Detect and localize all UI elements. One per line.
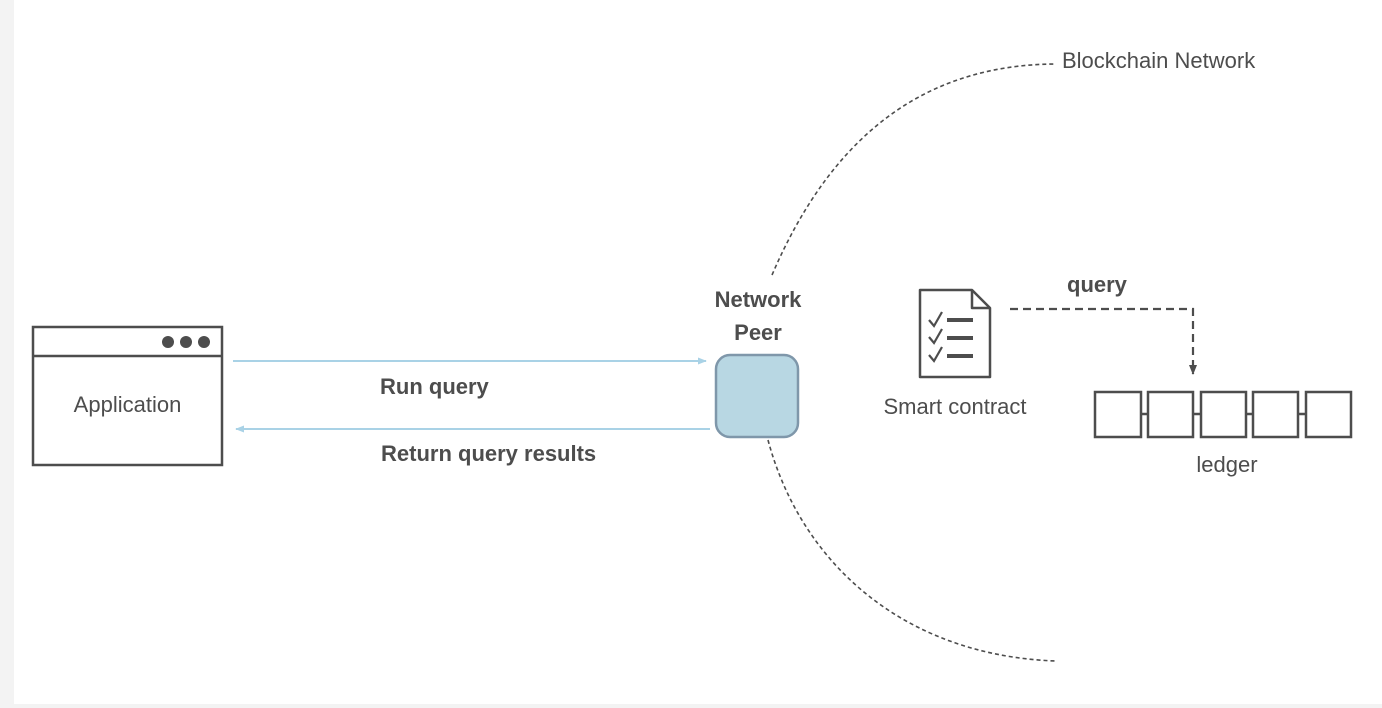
blockchain-network-boundary [771,63,1056,276]
checkmark-icon [928,311,943,328]
application-window-icon[interactable] [31,325,224,467]
smart-contract-icon[interactable] [918,288,992,379]
document-outline [918,288,992,379]
ledger-label: ledger [1196,452,1258,477]
window-dot [180,336,192,348]
run-query-label: Run query [380,374,489,399]
window-dot [162,336,174,348]
ledger-block [1093,390,1143,439]
diagram-canvas [14,0,1382,704]
blockchain-network-boundary-lower [767,439,1056,662]
checkmark-icon [928,346,943,363]
ledger-block [1199,390,1248,439]
ledger-block [1146,390,1195,439]
query-label: query [1067,272,1127,297]
return-query-results-label: Return query results [381,441,597,466]
application-label: Application [73,392,182,417]
blockchain-network-label: Blockchain Network [1062,48,1256,73]
ledger-block [1304,390,1353,439]
smart-contract-label: Smart contract [883,394,1027,419]
ledger-chain[interactable] [1093,390,1353,439]
network-peer-node[interactable] [714,353,800,439]
network-peer-label-line1: Network [714,287,802,312]
checkmark-icon [928,328,943,345]
ledger-block [1251,390,1300,439]
window-dot [198,336,210,348]
document-fold [970,290,990,310]
application-window-frame [31,325,224,467]
network-peer-label-line2: Peer [734,320,782,345]
query-arrow [1010,307,1197,375]
